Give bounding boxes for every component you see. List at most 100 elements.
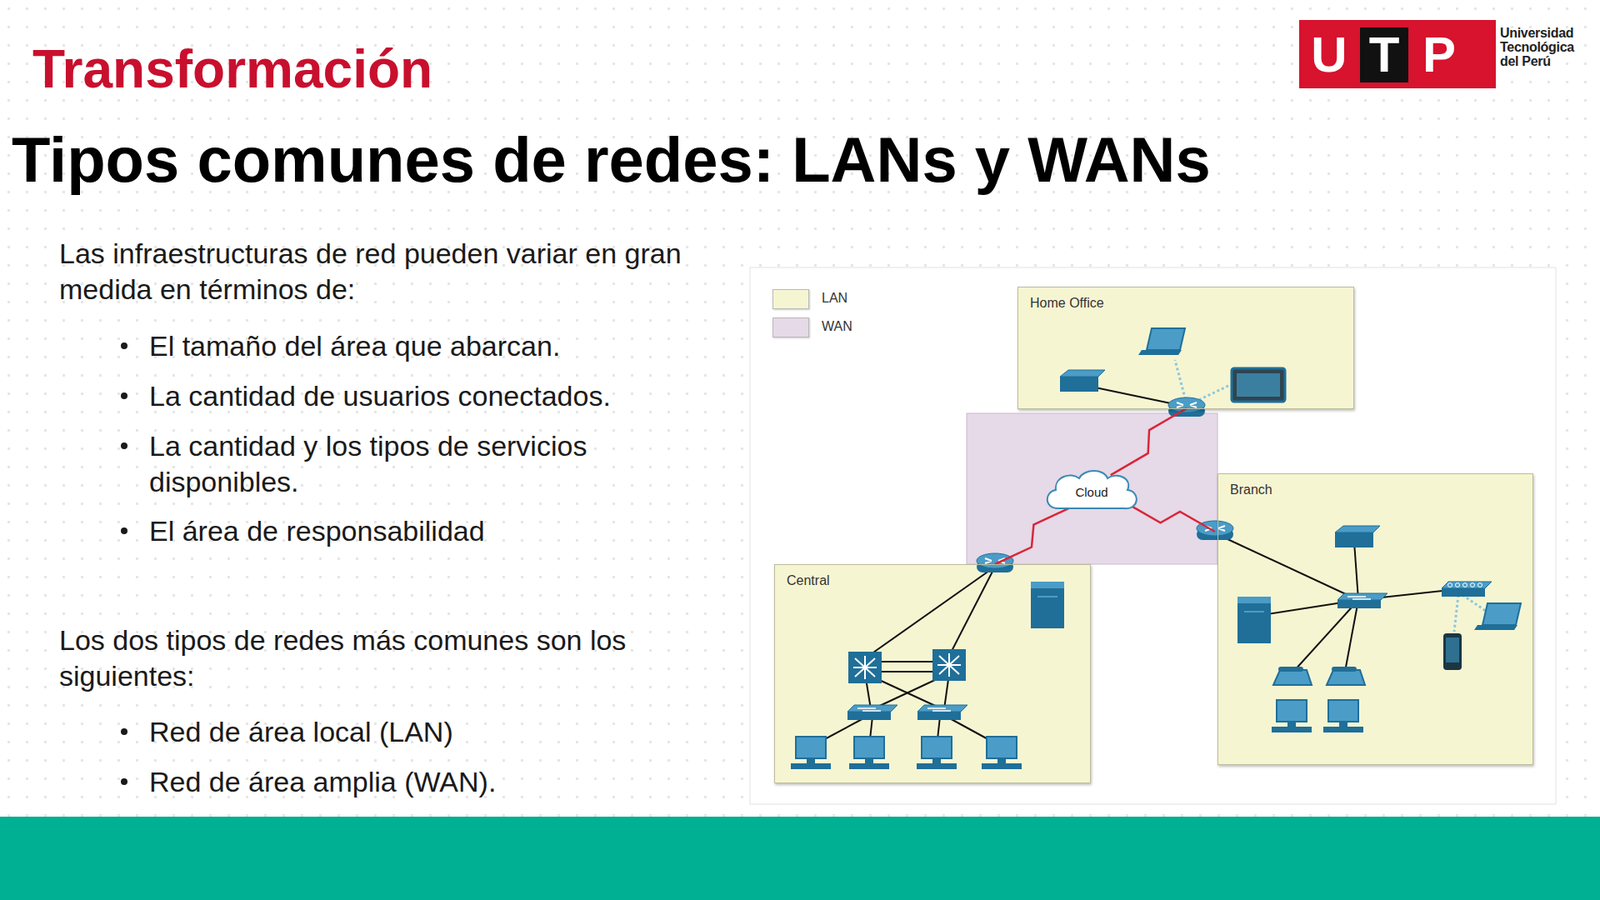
- lan-fill: [774, 564, 1091, 784]
- ip-phone-icon: [1278, 666, 1304, 672]
- ip-phone-icon: [1331, 666, 1357, 672]
- box-heading: Home Office: [1018, 287, 1116, 320]
- logo-letter: T: [1360, 27, 1409, 83]
- ip-phone-icon: [1326, 670, 1365, 685]
- router-icon: [1176, 402, 1197, 408]
- pc-icon: [854, 736, 885, 759]
- serial-link: [1110, 408, 1187, 475]
- server-icon: [1030, 581, 1065, 629]
- lan-box: Home Office: [1017, 286, 1355, 410]
- access-point-icon: [1478, 583, 1483, 588]
- pc-icon: [1323, 726, 1364, 733]
- pc-icon: [865, 758, 874, 764]
- wan-region: [966, 413, 1218, 565]
- server-icon: [1030, 581, 1065, 589]
- laptop-icon: [1474, 625, 1518, 630]
- bullet-text: Red de área local (LAN): [149, 714, 716, 750]
- switch-icon: [1337, 593, 1388, 600]
- switch-icon: [1337, 600, 1381, 609]
- switch-icon: [917, 705, 968, 712]
- smartphone-icon: [1443, 633, 1462, 670]
- switch-icon: [927, 708, 951, 711]
- box-heading: Central: [775, 565, 842, 597]
- switch-icon: [1347, 596, 1371, 600]
- printer-icon: [1335, 525, 1380, 533]
- pc-icon: [1276, 700, 1307, 722]
- lan-fill: [1217, 473, 1534, 765]
- pc-icon: [986, 736, 1017, 759]
- cable: [1345, 600, 1359, 672]
- pc-icon: [997, 758, 1006, 764]
- ip-phone-icon: [1273, 670, 1312, 685]
- server-icon: [1244, 610, 1265, 613]
- cable: [1293, 600, 1359, 672]
- cable: [1354, 541, 1359, 600]
- pc-icon: [1339, 721, 1348, 727]
- pc-icon: [806, 758, 815, 764]
- serial-link: [995, 507, 1070, 565]
- serial-link: [1125, 502, 1215, 532]
- access-point-icon: [1463, 583, 1468, 588]
- tv-icon: [1236, 373, 1280, 397]
- box-heading: Branch: [1218, 474, 1285, 506]
- multilayer-switch-icon: [848, 651, 882, 684]
- bullet-dot: [120, 442, 128, 450]
- slide-title: Tipos comunes de redes: LANs y WANs: [11, 125, 1211, 195]
- access-point-icon: [1470, 583, 1475, 588]
- wireless-link: [1454, 595, 1459, 632]
- access-point-icon: [1448, 583, 1453, 588]
- logo-letter: U: [1305, 27, 1354, 83]
- logo-letter: P: [1415, 27, 1464, 83]
- lan-box: Central: [774, 564, 1091, 784]
- laptop-icon: [1138, 350, 1182, 355]
- bullet-text: Red de área amplia (WAN).: [149, 764, 716, 800]
- printer-icon: [1335, 532, 1374, 548]
- pc-icon: [921, 736, 952, 759]
- printer-icon: [1060, 370, 1105, 377]
- pc-icon: [849, 763, 890, 770]
- pc-icon: [795, 736, 826, 759]
- cloud-label: Cloud: [1040, 485, 1143, 500]
- legend-text: WAN: [821, 319, 853, 335]
- bullet-dot: [120, 778, 128, 785]
- access-point-icon: [1455, 583, 1460, 588]
- laptop-icon: [1146, 328, 1185, 350]
- pc-icon: [1328, 700, 1359, 722]
- access-point-icon: [1441, 581, 1492, 589]
- lan-box: Branch: [1217, 473, 1534, 765]
- bullet-text: La cantidad y los tipos de servicios dis…: [149, 428, 716, 500]
- bullet-text: El área de responsabilidad: [149, 513, 716, 550]
- bullet-text: El tamaño del área que abarcan.: [149, 328, 716, 365]
- router-icon: [1196, 520, 1234, 536]
- server-icon: [1237, 596, 1271, 604]
- pc-icon: [1271, 726, 1312, 733]
- tv-icon: [1231, 368, 1285, 402]
- router-icon: [1168, 397, 1205, 413]
- legend-swatch: [772, 289, 810, 310]
- laptop-icon: [1482, 603, 1521, 625]
- bullet-dot: [120, 392, 128, 400]
- footer-band: [0, 816, 1600, 900]
- cable: [876, 670, 938, 673]
- multilayer-switch-icon: [932, 649, 966, 681]
- cloud-node: Cloud: [1040, 465, 1143, 519]
- lan-fill: [1017, 286, 1355, 410]
- printer-icon: [1060, 376, 1099, 392]
- server-icon: [1037, 595, 1058, 598]
- cable: [865, 566, 995, 659]
- switch-icon: [847, 705, 898, 712]
- diagram-panel: [750, 267, 1556, 805]
- bullet-dot: [120, 527, 128, 535]
- multilayer-switch-icon: [937, 653, 961, 677]
- bullet-dot: [120, 342, 128, 350]
- pc-icon: [790, 763, 831, 770]
- pc-icon: [916, 763, 957, 770]
- section-label: Transformación: [32, 40, 433, 99]
- bullet-text: La cantidad de usuarios conectados.: [149, 378, 716, 415]
- body-text: Las infraestructuras de red pueden varia…: [59, 235, 726, 307]
- switch-icon: [917, 711, 961, 720]
- legend-swatch: [772, 317, 810, 338]
- smartphone-icon: [1445, 637, 1460, 663]
- access-point-icon: [1441, 588, 1485, 597]
- cable: [876, 660, 938, 663]
